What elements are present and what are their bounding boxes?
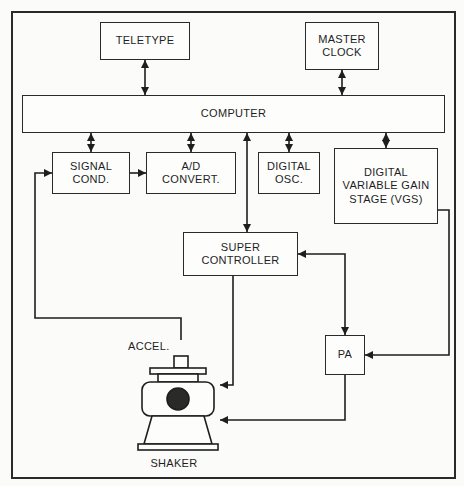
amplifier-box: PA	[325, 335, 365, 375]
shaker-body	[142, 382, 214, 416]
gain-stage-box: DIGITAL VARIABLE GAIN STAGE (VGS)	[334, 148, 438, 224]
box-label: PA	[338, 348, 352, 361]
signal-connector	[365, 210, 449, 355]
signal-connector	[246, 133, 248, 232]
controller-box: SUPER CONTROLLER	[183, 232, 298, 276]
signal-connector	[385, 133, 387, 148]
signal-connector	[341, 70, 343, 95]
trunnion-base	[144, 416, 212, 444]
signal-connector	[90, 133, 92, 152]
signal-connector	[288, 133, 290, 152]
shaker-figure: ACCEL. SHAKER	[128, 340, 220, 472]
box-label: A/D CONVERT.	[151, 160, 231, 186]
clock-box: MASTER CLOCK	[305, 22, 379, 70]
shaker-illustration	[128, 340, 220, 472]
box-label: DIGITAL VARIABLE GAIN STAGE (VGS)	[339, 166, 433, 206]
base-plate	[138, 444, 218, 450]
sensor-label: ACCEL.	[128, 340, 170, 353]
converter-box: A/D CONVERT.	[146, 152, 236, 194]
figure-label: SHAKER	[128, 457, 220, 470]
box-label: COMPUTER	[201, 107, 266, 120]
box-label: SUPER CONTROLLER	[188, 241, 293, 267]
oscillator-box: DIGITAL OSC.	[258, 152, 320, 194]
accelerometer	[174, 356, 188, 368]
computer-box: COMPUTER	[22, 95, 445, 133]
signal-connector	[190, 133, 192, 152]
signal-connector	[144, 60, 146, 95]
shaker-table	[150, 368, 206, 374]
signal-connector	[298, 254, 345, 335]
box-label: DIGITAL OSC.	[263, 160, 315, 186]
shaker-opening	[167, 388, 189, 410]
box-label: MASTER CLOCK	[310, 33, 374, 59]
teletype-box: TELETYPE	[100, 22, 190, 60]
signal-connector	[220, 375, 345, 420]
signal-conditioner-box: SIGNAL COND.	[52, 152, 130, 194]
signal-connector	[130, 172, 146, 174]
box-label: TELETYPE	[116, 34, 175, 47]
armature	[158, 374, 198, 382]
signal-connector	[35, 173, 181, 340]
outer-frame	[12, 12, 455, 478]
signal-connector	[220, 276, 233, 385]
box-label: SIGNAL COND.	[57, 160, 125, 186]
